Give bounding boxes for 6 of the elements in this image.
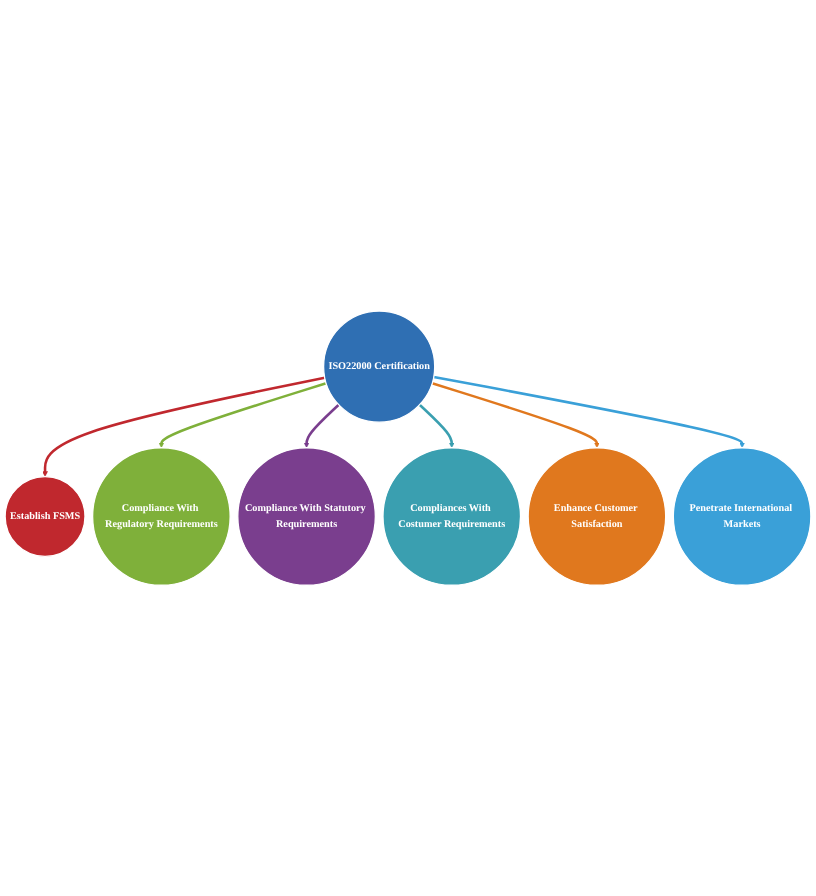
arrow bbox=[433, 375, 745, 448]
arrow bbox=[418, 403, 455, 448]
arrow bbox=[42, 376, 325, 477]
arrow bbox=[431, 381, 600, 448]
arrow bbox=[158, 381, 327, 448]
arrow bbox=[303, 403, 340, 448]
